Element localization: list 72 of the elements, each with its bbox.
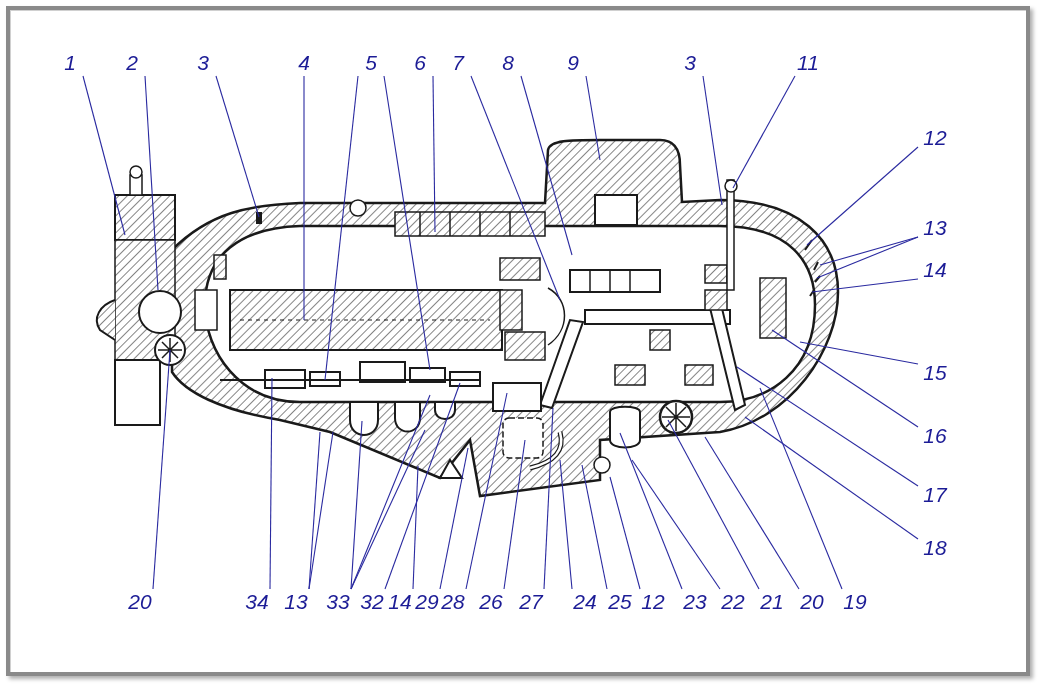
leader-line bbox=[144, 75, 159, 291]
callout-number: 11 bbox=[791, 50, 825, 76]
leader-line bbox=[702, 75, 723, 206]
callout-number: 2 bbox=[115, 50, 149, 76]
leader-line bbox=[736, 366, 919, 487]
callout-number: 14 bbox=[918, 257, 952, 283]
leader-line bbox=[465, 392, 508, 590]
leader-line bbox=[799, 341, 919, 365]
callout-number: 13 bbox=[279, 589, 313, 615]
leader-line bbox=[585, 75, 601, 161]
callout-number: 27 bbox=[514, 589, 548, 615]
callout-number: 20 bbox=[123, 589, 157, 615]
leader-line bbox=[269, 377, 273, 590]
leader-line bbox=[543, 407, 554, 590]
leader-line bbox=[759, 387, 843, 590]
leader-line bbox=[82, 75, 126, 236]
callout-number: 23 bbox=[678, 589, 712, 615]
leader-line bbox=[303, 75, 305, 321]
leader-line bbox=[324, 75, 359, 381]
leader-line bbox=[667, 419, 760, 590]
callout-number: 21 bbox=[755, 589, 789, 615]
callout-number: 34 bbox=[240, 589, 274, 615]
leader-line bbox=[581, 464, 608, 590]
callout-number: 4 bbox=[287, 50, 321, 76]
callout-number: 19 bbox=[838, 589, 872, 615]
leader-line bbox=[732, 75, 796, 189]
callout-number: 24 bbox=[568, 589, 602, 615]
callout-number: 8 bbox=[491, 50, 525, 76]
callout-number: 22 bbox=[716, 589, 750, 615]
leader-line bbox=[308, 431, 321, 590]
callout-number: 25 bbox=[603, 589, 637, 615]
callout-number: 9 bbox=[556, 50, 590, 76]
callout-number: 5 bbox=[354, 50, 388, 76]
callout-number: 18 bbox=[918, 535, 952, 561]
leader-line bbox=[350, 394, 431, 590]
callout-number: 20 bbox=[795, 589, 829, 615]
callout-number: 12 bbox=[636, 589, 670, 615]
leader-line bbox=[744, 416, 919, 540]
leader-line bbox=[771, 329, 919, 428]
leader-line bbox=[816, 236, 919, 279]
callout-number: 6 bbox=[403, 50, 437, 76]
callout-number: 12 bbox=[918, 125, 952, 151]
leader-line bbox=[215, 75, 260, 218]
leader-line bbox=[811, 278, 919, 293]
leader-line bbox=[806, 146, 919, 246]
leader-line bbox=[384, 382, 461, 590]
callout-number: 7 bbox=[441, 50, 475, 76]
leader-line bbox=[412, 465, 419, 590]
leader-line bbox=[520, 75, 573, 256]
callout-number: 1 bbox=[53, 50, 87, 76]
leader-line bbox=[432, 75, 436, 233]
callout-number: 3 bbox=[673, 50, 707, 76]
leader-line bbox=[503, 439, 526, 590]
leader-line bbox=[350, 420, 363, 590]
leader-line bbox=[308, 431, 334, 590]
leader-line bbox=[470, 75, 561, 301]
callout-number: 15 bbox=[918, 360, 952, 386]
leader-line bbox=[383, 75, 431, 371]
callout-number: 3 bbox=[186, 50, 220, 76]
leader-line bbox=[704, 436, 800, 590]
callout-number: 16 bbox=[918, 423, 952, 449]
leader-line bbox=[609, 476, 641, 590]
leader-line bbox=[152, 349, 171, 590]
callout-number: 26 bbox=[474, 589, 508, 615]
callout-number: 17 bbox=[918, 482, 952, 508]
leader-line bbox=[559, 459, 573, 590]
callout-number: 33 bbox=[321, 589, 355, 615]
leader-line bbox=[631, 459, 721, 590]
callout-number: 13 bbox=[918, 215, 952, 241]
callout-number: 32 bbox=[355, 589, 389, 615]
leader-line bbox=[439, 447, 469, 590]
leader-line bbox=[619, 432, 683, 590]
